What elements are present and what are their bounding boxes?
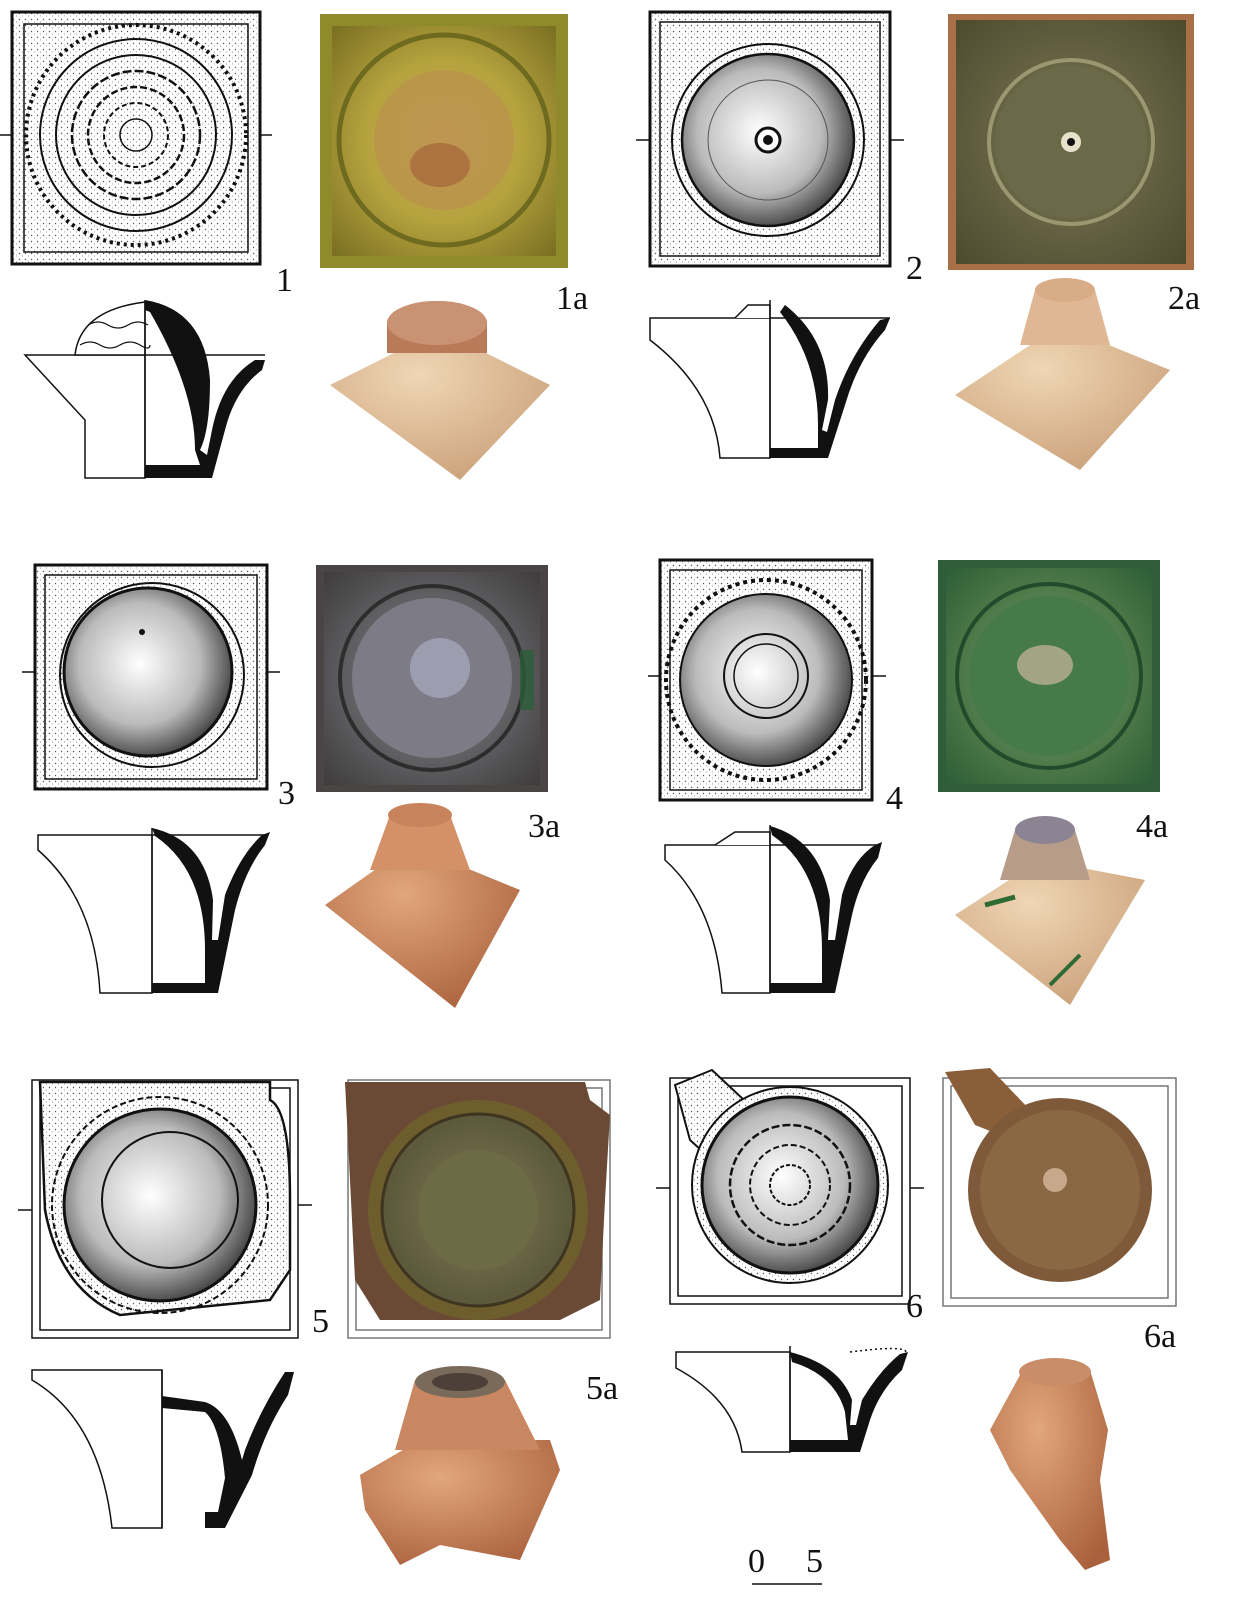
item-3a-side-photo	[325, 803, 520, 1008]
label-3a: 3a	[528, 808, 561, 845]
item-3-top-drawing	[22, 563, 280, 791]
item-2-profile	[649, 300, 890, 459]
label-3: 3	[278, 775, 295, 812]
label-5: 5	[312, 1303, 329, 1340]
item-6-top-drawing	[656, 1068, 924, 1305]
item-6a-top-photo	[942, 1068, 1177, 1307]
item-5-profile	[31, 1369, 294, 1529]
scale-label-end: 5	[806, 1543, 823, 1580]
item-4a-top-photo	[938, 560, 1160, 792]
label-4: 4	[886, 780, 903, 817]
item-2a-side-photo	[955, 278, 1170, 470]
item-1-profile	[23, 300, 265, 479]
label-4a: 4a	[1136, 808, 1169, 845]
label-6a: 6a	[1144, 1318, 1177, 1355]
item-3a-top-photo	[316, 565, 548, 792]
item-1a-side-photo	[330, 301, 550, 480]
item-2-top-drawing	[636, 10, 904, 268]
label-2a: 2a	[1168, 280, 1201, 317]
item-5a-top-photo	[345, 1079, 611, 1339]
item-5-top-drawing	[18, 1079, 312, 1339]
label-2: 2	[906, 250, 923, 287]
scale-label-start: 0	[748, 1543, 765, 1580]
item-3-profile	[37, 828, 270, 994]
item-1-top-drawing	[0, 10, 272, 266]
item-4-profile	[664, 825, 882, 994]
item-2a-top-photo	[948, 14, 1194, 270]
item-4-top-drawing	[648, 558, 886, 802]
item-4a-side-photo	[955, 816, 1145, 1005]
label-1a: 1a	[556, 280, 589, 317]
item-1a-top-photo	[320, 14, 568, 268]
item-6a-side-photo	[990, 1358, 1110, 1570]
item-6-profile	[675, 1346, 908, 1453]
label-5a: 5a	[586, 1370, 619, 1407]
label-1: 1	[276, 262, 293, 299]
label-6: 6	[906, 1288, 923, 1325]
item-5a-side-photo	[360, 1366, 560, 1565]
